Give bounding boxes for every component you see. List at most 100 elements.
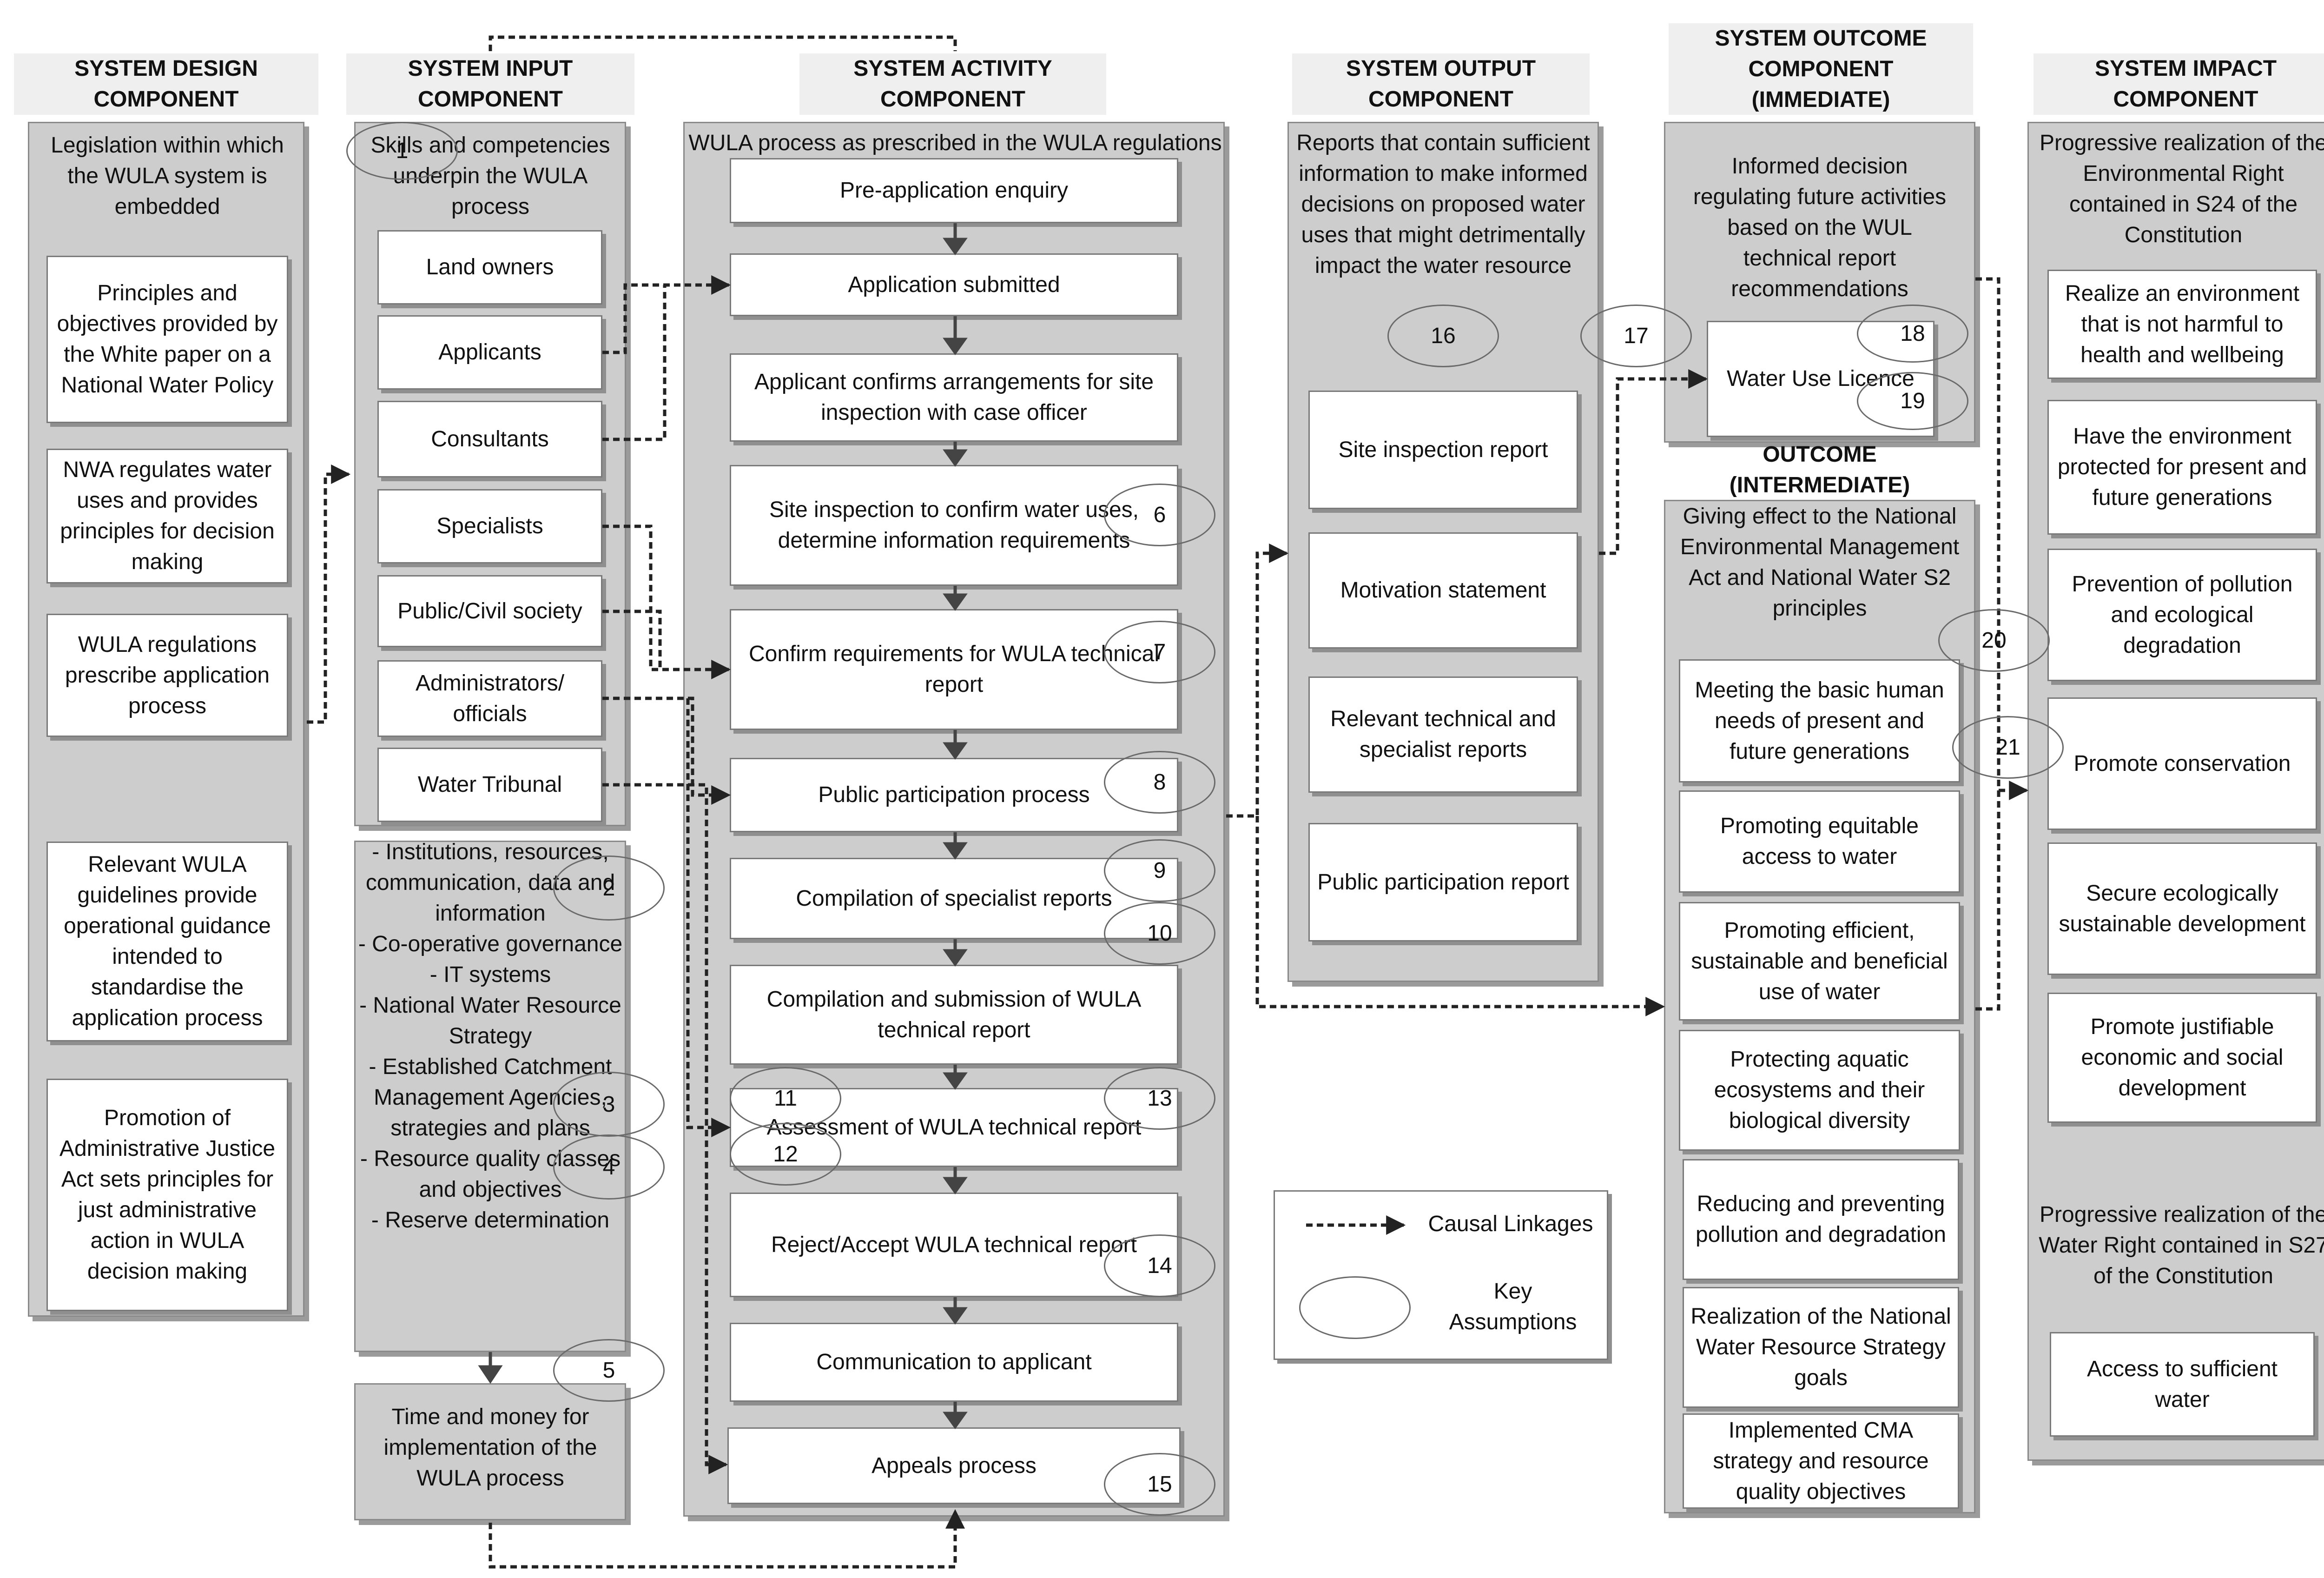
header-activity: SYSTEM ACTIVITY COMPONENT [799,53,1106,115]
header-output: SYSTEM OUTPUT COMPONENT [1292,53,1590,115]
header-design: SYSTEM DESIGN COMPONENT [14,53,318,115]
assumption-5: 5 [553,1339,665,1402]
activity-step: Public participation process [730,758,1178,832]
link-outcome-impact [1975,277,2029,800]
link-output-licence [1599,369,1708,555]
output-item: Relevant technical and specialist report… [1308,676,1578,793]
outcome-intermediate-item: Meeting the basic human needs of present… [1679,659,1960,782]
design-item: Promotion of Administrative Justice Act … [46,1079,288,1311]
link-applicants [602,275,731,354]
input-item: Administrators/ officials [377,660,602,737]
resource-line: - IT systems [429,962,551,987]
design-title: Legislation within which the WULA system… [51,133,284,219]
impact-item: Promote justifiable economic and social … [2047,993,2317,1123]
link-activity-output [1226,544,1289,818]
link-consultants [602,285,667,441]
outcome-intermediate-item: Protecting aquatic ecosystems and their … [1679,1030,1960,1151]
output-item: Site inspection report [1308,391,1578,509]
input-item: Water Tribunal [377,748,602,822]
outcome-intermediate-item: Realization of the National Water Resour… [1683,1287,1959,1408]
activity-step: Communication to applicant [730,1323,1178,1402]
outcome-intermediate-title: Giving effect to the National Environmen… [1680,504,1960,621]
outcome-intermediate-item: Reducing and preventing pollution and de… [1683,1159,1959,1280]
impact-item: Promote conservation [2047,697,2317,830]
link-specialists [602,524,731,679]
impact-title-2: Progressive realization of the Water Rig… [2039,1202,2324,1288]
activity-step: Appeals process [727,1427,1181,1504]
activity-step: Application submitted [730,253,1178,316]
header-outcome-intermediate: OUTCOME (INTERMEDIATE) [1729,442,1910,497]
link-design-input [307,464,351,724]
design-item: WULA regulations prescribe application p… [46,614,288,737]
assumption-11: 11 [730,1067,841,1130]
resource-line: - Reserve determination [371,1208,610,1233]
legend-causal-label: Causal Linkages [1428,1212,1593,1236]
impact-item: Realize an environment that is not harmf… [2047,270,2317,379]
impact-item: Prevention of pollution and ecological d… [2047,549,2317,681]
outcome-immediate-title: Informed decision regulating future acti… [1693,154,1947,301]
activity-step: Site inspection to confirm water uses, d… [730,465,1178,586]
assumption-20: 20 [1938,609,2050,672]
legend-assumption-ellipse [1299,1276,1411,1339]
link-admin-assess [686,698,731,1137]
link-admin [602,696,731,805]
assumption-14: 14 [1104,1234,1215,1297]
resource-line: - National Water Resource Strategy [359,993,621,1048]
activity-step: Compilation and submission of WULA techn… [730,965,1178,1065]
assumption-9: 9 [1104,839,1215,902]
output-title: Reports that contain sufficient informat… [1296,131,1590,278]
assumption-6: 6 [1104,484,1215,546]
activity-step: Reject/Accept WULA technical report [730,1193,1178,1297]
assumption-13: 13 [1104,1067,1215,1130]
header-impact: SYSTEM IMPACT COMPONENT [2034,53,2324,115]
assumption-19: 19 [1857,372,1968,430]
link-outcome-impact-2 [1975,790,2000,1011]
output-item: Motivation statement [1308,532,1578,649]
assumption-1: 1 [346,122,458,180]
link-activity-outcome [1255,816,1665,1016]
design-item: NWA regulates water uses and provides pr… [46,449,288,583]
assumption-16: 16 [1387,305,1499,367]
assumption-10: 10 [1104,902,1215,965]
impact-item: Access to sufficient water [2050,1332,2315,1437]
resource-line: - Co-operative governance [358,932,623,956]
legend-key-label: Key Assumptions [1449,1279,1577,1334]
impact-title-1: Progressive realization of the Environme… [2040,131,2324,247]
activity-title: WULA process as prescribed in the WULA r… [688,131,1222,155]
outcome-intermediate-item: Promoting equitable access to water [1679,790,1960,893]
resource-line: - Institutions, resources, communication… [365,840,615,926]
assumption-21: 21 [1952,716,2064,779]
assumption-8: 8 [1104,751,1215,814]
link-top [489,35,957,51]
input-item: Applicants [377,315,602,390]
design-item: Relevant WULA guidelines provide operati… [46,842,288,1041]
activity-step: Pre-application enquiry [730,158,1178,223]
link-time [489,1509,965,1569]
input-item: Specialists [377,489,602,564]
link-civil [602,610,662,670]
outcome-intermediate-item: Implemented CMA strategy and resource qu… [1683,1413,1959,1509]
assumption-17: 17 [1580,305,1692,367]
activity-step: Applicant confirms arrangements for site… [730,353,1178,442]
input-item: Public/Civil society [377,575,602,647]
activity-step: Confirm requirements for WULA technical … [730,609,1178,730]
assumption-4: 4 [553,1134,665,1200]
design-item: Principles and objectives provided by th… [46,256,288,423]
impact-item: Have the environment protected for prese… [2047,400,2317,535]
assumption-18: 18 [1857,305,1968,363]
input-time-money-box [354,1383,626,1520]
assumption-15: 15 [1104,1453,1215,1516]
impact-item: Secure ecologically sustainable developm… [2047,842,2317,975]
activity-step: Compilation of specialist reports [730,858,1178,939]
header-outcome-immediate: SYSTEM OUTCOME COMPONENT (IMMEDIATE) [1669,23,1973,115]
assumption-7: 7 [1104,621,1215,683]
assumption-12: 12 [730,1123,841,1186]
header-input: SYSTEM INPUT COMPONENT [346,53,634,115]
outcome-intermediate-item: Promoting efficient, sustainable and ben… [1679,902,1960,1021]
input-item: Consultants [377,401,602,477]
output-item: Public participation report [1308,823,1578,941]
link-tribunal [602,783,728,1474]
input-time-money: Time and money for implementation of the… [383,1405,597,1491]
input-item: Land owners [377,230,602,305]
